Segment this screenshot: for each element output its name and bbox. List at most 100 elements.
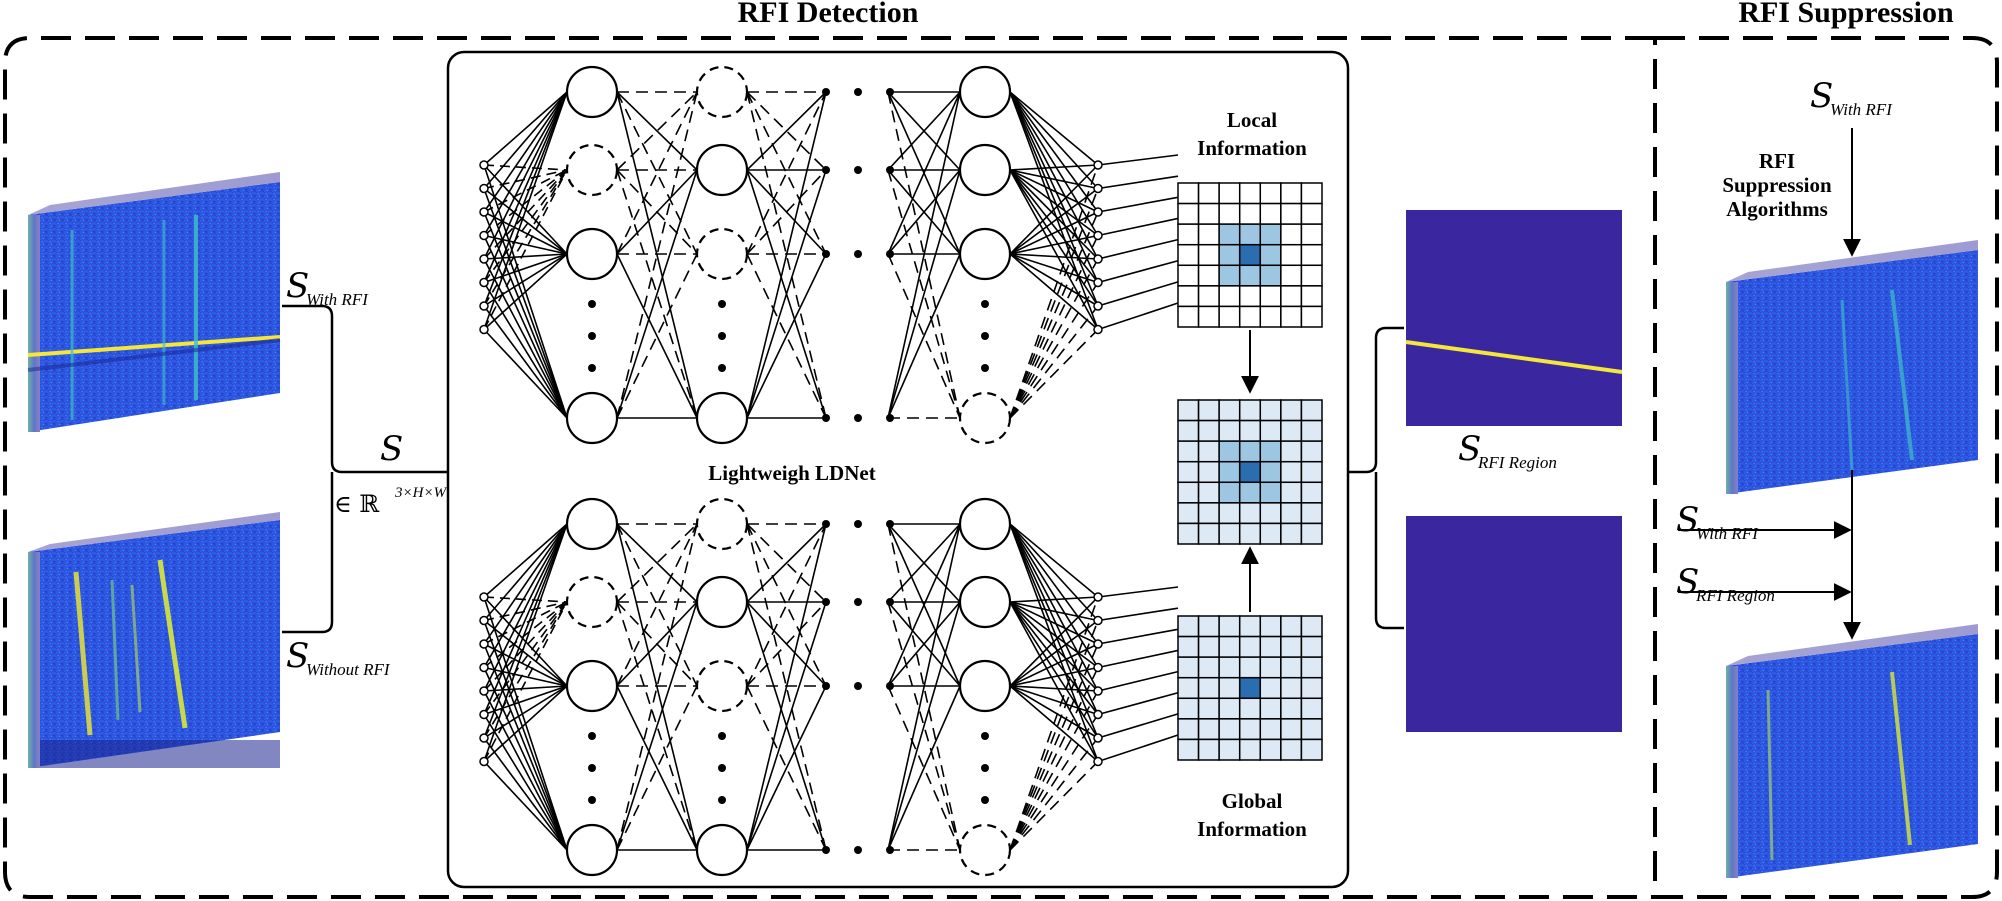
net-edge xyxy=(483,169,568,260)
label-rfi-region: S RFI Region xyxy=(1458,429,1557,472)
output-node xyxy=(1093,230,1103,241)
ellipsis-dot xyxy=(822,520,830,528)
grid-cell xyxy=(1259,615,1282,638)
grid-cell xyxy=(1259,243,1282,267)
grid-cell xyxy=(1218,182,1241,205)
grid-cell xyxy=(1177,399,1200,422)
grid-cell xyxy=(1259,399,1282,422)
grid-cell xyxy=(1197,656,1220,679)
grid-cell xyxy=(1238,264,1262,287)
network-node xyxy=(565,823,619,877)
grid-cell xyxy=(1300,419,1323,442)
svg-text:S: S xyxy=(286,266,309,306)
net-edge xyxy=(483,253,568,307)
grid-cell xyxy=(1259,481,1282,504)
grid-cell xyxy=(1197,305,1220,328)
suppression-label-rfi-region: S RFI Region xyxy=(1676,562,1775,605)
net-edge xyxy=(483,523,568,645)
net-edge xyxy=(887,601,961,687)
net-edge xyxy=(483,643,568,687)
ellipsis-dot xyxy=(854,166,862,174)
net-edge xyxy=(1009,305,1099,419)
grid-cell xyxy=(1259,502,1282,525)
grid-cell xyxy=(1300,440,1323,463)
local-grid xyxy=(1177,182,1323,328)
ellipsis-dot xyxy=(886,250,894,258)
ellipsis-dot xyxy=(854,250,862,258)
ellipsis-dot xyxy=(588,300,596,308)
grid-cell xyxy=(1197,440,1220,463)
suppression-title: RFI Suppression xyxy=(1738,0,1954,29)
ellipsis-dot xyxy=(981,300,989,308)
net-edge xyxy=(1009,187,1099,255)
grid-cell xyxy=(1177,697,1200,720)
grid-cell xyxy=(1197,202,1220,225)
network-branch-local xyxy=(479,65,1179,445)
net-edge xyxy=(616,523,698,687)
svg-text:RFI Region: RFI Region xyxy=(1477,453,1557,472)
net-edge xyxy=(483,690,568,851)
grid-cell xyxy=(1177,522,1200,545)
grid-cell xyxy=(1280,738,1303,761)
output-node xyxy=(1093,662,1103,673)
input-node xyxy=(479,662,489,673)
svg-text:S: S xyxy=(286,636,309,676)
net-edge xyxy=(1009,253,1099,260)
grid-cell xyxy=(1280,182,1303,205)
input-node xyxy=(479,160,489,170)
ellipsis-dot xyxy=(854,414,862,422)
net-edge xyxy=(616,601,698,687)
grid-cell xyxy=(1259,738,1282,761)
grid-cell xyxy=(1197,243,1220,267)
net-edge xyxy=(887,169,961,419)
grid-cell xyxy=(1218,481,1241,504)
net-edge xyxy=(483,601,568,739)
net-edge xyxy=(483,169,568,307)
grid-cell xyxy=(1197,676,1220,700)
grid-cell xyxy=(1177,718,1200,741)
input-node xyxy=(479,756,489,767)
input-node xyxy=(479,592,489,602)
net-edge xyxy=(1009,619,1099,687)
grid-cell xyxy=(1238,676,1262,700)
grid-cell xyxy=(1259,264,1282,287)
output-node xyxy=(1093,324,1103,335)
output-node xyxy=(1093,639,1103,649)
net-edge xyxy=(1009,596,1099,851)
network-node xyxy=(958,497,1012,551)
net-edge xyxy=(483,523,568,739)
grid-cell xyxy=(1259,285,1282,308)
net-edge xyxy=(746,253,827,419)
net-edge xyxy=(1009,523,1099,739)
network-node xyxy=(565,391,619,445)
net-edge xyxy=(746,685,827,851)
net-edge xyxy=(1009,523,1099,692)
network-node xyxy=(958,391,1012,445)
net-edge xyxy=(1009,523,1099,598)
grid-cell xyxy=(1300,615,1323,638)
grid-cell xyxy=(1300,202,1323,225)
net-edge xyxy=(746,91,827,255)
ellipsis-dot xyxy=(854,682,862,690)
grid-cell xyxy=(1259,182,1282,205)
grid-cell xyxy=(1238,399,1262,422)
ellipsis-dot xyxy=(854,520,862,528)
net-edge xyxy=(616,91,698,171)
clean-mask-output xyxy=(1406,516,1622,732)
net-edge xyxy=(1009,643,1099,687)
grid-cell xyxy=(1280,285,1303,308)
net-edge xyxy=(483,328,568,419)
net-edge xyxy=(887,685,961,851)
grid-cell xyxy=(1218,440,1241,463)
grid-cell xyxy=(1280,656,1303,679)
grid-cell xyxy=(1177,440,1200,463)
input-node xyxy=(479,230,489,241)
ellipsis-dot xyxy=(718,732,726,740)
grid-cell xyxy=(1280,615,1303,638)
ellipsis-dot xyxy=(588,332,596,340)
grid-cell xyxy=(1177,285,1200,308)
net-edge xyxy=(1009,601,1099,622)
net-edge xyxy=(1097,259,1179,284)
grid-cell xyxy=(1177,481,1200,504)
net-edge xyxy=(1009,685,1099,692)
